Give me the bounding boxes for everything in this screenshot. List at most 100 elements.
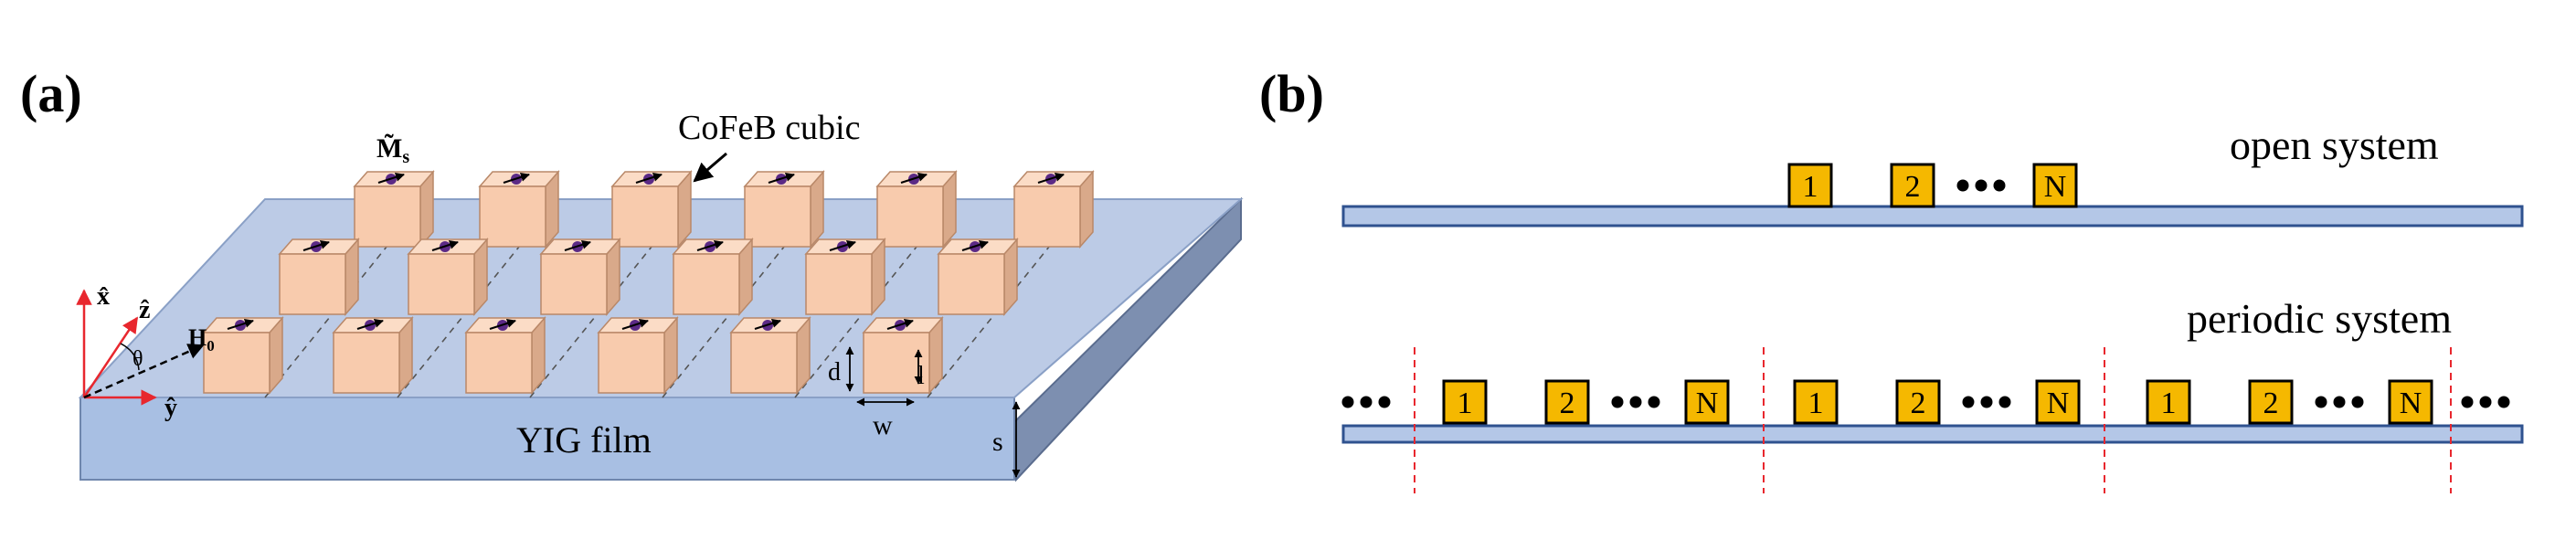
periodic-ellipsis — [2315, 396, 2364, 408]
periodic-site-box: 1 — [2146, 379, 2191, 425]
site-box-label: 1 — [1803, 170, 1818, 204]
cube-front — [1013, 185, 1081, 248]
magnetization-arrow — [768, 172, 795, 184]
film-label: YIG film — [516, 419, 652, 461]
cube-front — [540, 253, 608, 315]
ellipsis-dot — [1360, 396, 1373, 408]
ellipsis-dot — [1980, 396, 1993, 408]
magnetization-arrow — [302, 239, 330, 251]
ellipsis-dot — [1611, 396, 1624, 408]
ellipsis-dot — [1998, 396, 2011, 408]
cofeb-cube — [478, 170, 560, 249]
cube-front — [279, 253, 346, 315]
dim-s-label: s — [992, 427, 1003, 457]
site-box-rect — [1442, 379, 1488, 425]
panel-a-label: (a) — [20, 64, 82, 123]
site-box-label: N — [2047, 386, 2070, 420]
cube-front — [479, 185, 546, 248]
ellipsis-dot — [2333, 396, 2346, 408]
cube-front — [465, 332, 533, 394]
cube-front — [333, 332, 400, 394]
cube-front — [598, 332, 665, 394]
cube-front — [354, 185, 421, 248]
angle-arc — [120, 343, 140, 371]
cube-array — [202, 170, 1095, 395]
ellipsis-dot — [1993, 179, 2006, 192]
periodic-cell: 1 2 N — [2146, 379, 2433, 425]
magnetization-arrow — [564, 239, 591, 251]
x-axis-label: x̂ — [97, 282, 110, 311]
magnetization-arrow — [886, 318, 914, 330]
ellipsis-dot — [1962, 396, 1975, 408]
magnetization-arrow — [489, 318, 516, 330]
periodic-cell: 1 2 N — [1442, 379, 1730, 425]
cofeb-cube — [539, 238, 621, 316]
open-system-strip — [1341, 205, 2524, 228]
periodic-site-box: N — [1684, 379, 1730, 425]
site-box-rect — [1793, 379, 1839, 425]
magnetization-arrow — [900, 172, 928, 184]
periodic-system-title: periodic system — [2187, 295, 2452, 342]
site-box-rect — [1684, 379, 1730, 425]
site-box-label: 2 — [1560, 386, 1575, 420]
open-site-box: 1 — [1787, 163, 1833, 208]
panel-a: (a) YIG film CoFeB cubic M̃s x̂ ŷ — [20, 64, 1244, 482]
site-box-rect — [2032, 163, 2078, 208]
magnetization-label: M̃s — [376, 133, 409, 167]
periodic-ellipsis-right — [2461, 396, 2510, 408]
cube-front — [805, 253, 873, 315]
ellipsis-dot — [2351, 396, 2364, 408]
y-axis-label: ŷ — [164, 394, 177, 422]
dim-w-label: w — [873, 410, 893, 440]
magnetization-arrow — [696, 239, 724, 251]
periodic-ellipsis — [1611, 396, 1660, 408]
cofeb-cube — [278, 238, 360, 316]
cofeb-cube — [743, 170, 825, 249]
dim-l-label: l — [917, 362, 925, 390]
magnetization-arrow — [829, 239, 856, 251]
cube-front — [938, 253, 1005, 315]
open-ellipsis — [1956, 179, 2006, 192]
cube-pointer-arrow — [693, 152, 727, 183]
ellipsis-dot — [2315, 396, 2327, 408]
cofeb-cube — [353, 170, 435, 249]
z-axis-label: ẑ — [139, 296, 150, 324]
magnetization-arrow — [1037, 172, 1065, 184]
cofeb-cube — [729, 316, 811, 395]
open-system-title: open system — [2230, 122, 2439, 168]
cube-front — [203, 332, 270, 394]
periodic-site-box: N — [2035, 379, 2081, 425]
ellipsis-dot — [1648, 396, 1660, 408]
cube-front — [611, 185, 679, 248]
site-box-rect — [1544, 379, 1590, 425]
site-box-label: 2 — [1905, 170, 1921, 204]
cofeb-cube — [407, 238, 489, 316]
periodic-site-box: 2 — [2248, 379, 2294, 425]
ellipsis-dot — [1629, 396, 1642, 408]
cofeb-cube — [464, 316, 546, 395]
cube-front — [730, 332, 798, 394]
periodic-site-box: 2 — [1544, 379, 1590, 425]
site-box-label: N — [1696, 386, 1719, 420]
site-box-label: N — [2044, 170, 2067, 204]
periodic-site-box: 1 — [1442, 379, 1488, 425]
magnetization-arrow — [227, 318, 254, 330]
field-arrow — [83, 344, 205, 399]
periodic-ellipsis — [1962, 396, 2011, 408]
site-box-rect — [1895, 379, 1941, 425]
site-box-label: N — [2400, 386, 2422, 420]
ellipsis-dot — [1956, 179, 1969, 192]
site-box-rect — [1890, 163, 1935, 208]
ellipsis-dot — [1378, 396, 1391, 408]
periodic-ellipsis-left — [1341, 396, 1391, 408]
cofeb-cube — [875, 170, 958, 249]
cofeb-cube — [597, 316, 679, 395]
open-system-row: 1 2 N — [1787, 163, 2078, 208]
cube-front — [673, 253, 740, 315]
site-box-label: 2 — [2263, 386, 2279, 420]
periodic-system-strip — [1341, 424, 2524, 444]
magnetization-arrow — [431, 239, 459, 251]
